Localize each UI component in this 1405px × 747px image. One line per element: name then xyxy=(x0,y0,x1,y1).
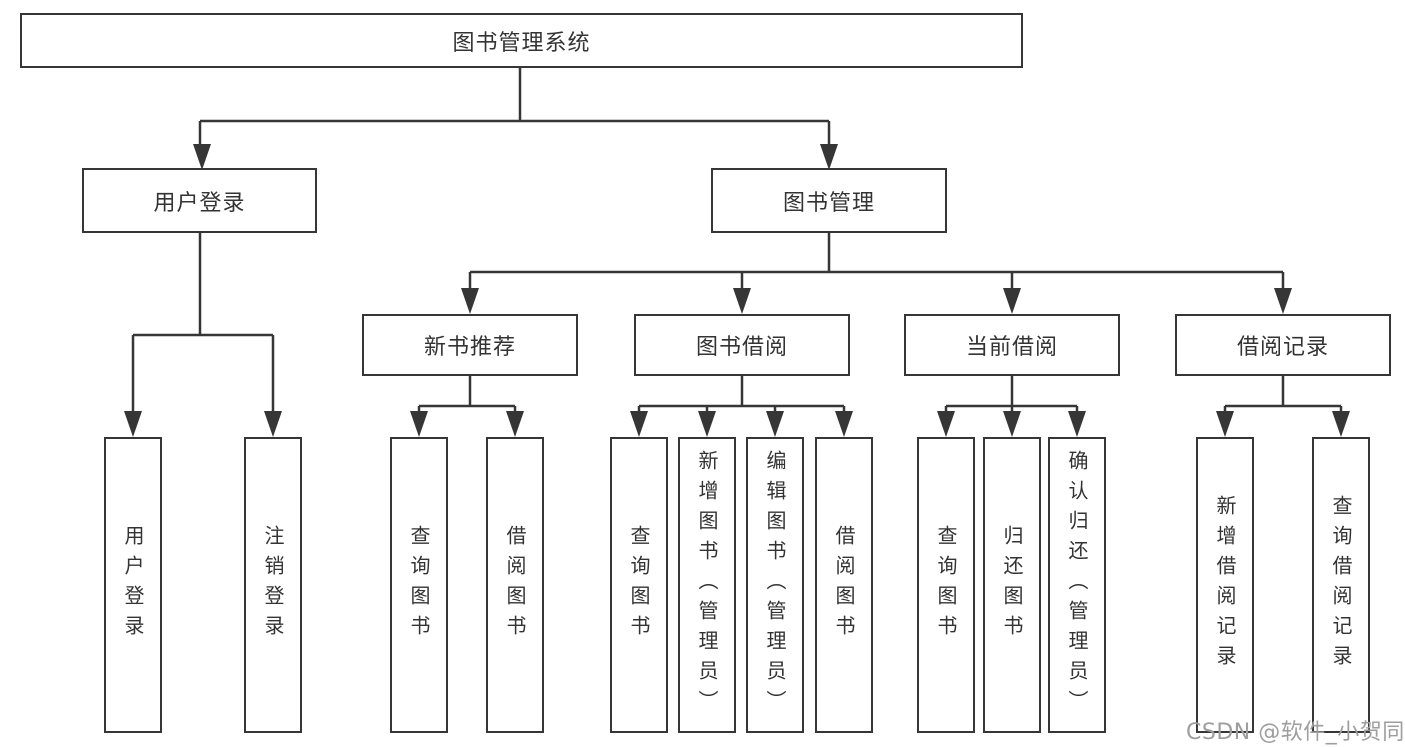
leaf-borrow-books-recommend: 借阅图书 xyxy=(486,437,544,733)
leaf-return-book: 归还图书 xyxy=(983,437,1041,733)
arrowhead xyxy=(193,144,211,170)
arrowhead xyxy=(410,411,428,437)
leaf-borrow-books: 借阅图书 xyxy=(815,437,873,733)
node-new-book-recommend: 新书推荐 xyxy=(362,314,578,376)
node-library-management-system: 图书管理系统 xyxy=(20,13,1023,68)
arrowhead xyxy=(766,411,784,437)
leaf-edit-book-admin: 编辑图书（管理员） xyxy=(746,437,804,733)
node-book-borrow: 图书借阅 xyxy=(634,314,850,376)
arrowhead xyxy=(1216,411,1234,437)
node-book-management: 图书管理 xyxy=(711,168,947,233)
arrowhead xyxy=(264,411,282,437)
arrowhead xyxy=(630,411,648,437)
arrowhead xyxy=(1003,411,1021,437)
node-borrow-records: 借阅记录 xyxy=(1175,314,1391,376)
csdn-watermark: CSDN @软件_小贺同学 xyxy=(1186,720,1405,745)
connector-borrow-record-to-leaves xyxy=(1223,376,1343,420)
connector-root-to-level2 xyxy=(198,68,831,150)
arrowhead xyxy=(1332,411,1350,437)
leaf-add-book-admin: 新增图书（管理员） xyxy=(678,437,736,733)
leaf-logout: 注销登录 xyxy=(244,437,302,733)
arrowhead xyxy=(461,288,479,314)
connector-book-management-to-level3 xyxy=(468,233,1285,296)
node-current-borrow: 当前借阅 xyxy=(904,314,1120,376)
arrowhead xyxy=(1003,288,1021,314)
arrowhead xyxy=(506,411,524,437)
arrowhead xyxy=(835,411,853,437)
arrowhead xyxy=(1274,288,1292,314)
connector-book-borrow-to-leaves xyxy=(637,376,846,420)
leaf-query-books-borrow: 查询图书 xyxy=(610,437,668,733)
leaf-confirm-return-admin: 确认归还（管理员） xyxy=(1048,437,1106,733)
connector-user-login-to-leaves xyxy=(131,233,275,420)
leaf-add-borrow-record: 新增借阅记录 xyxy=(1196,437,1254,733)
arrowhead xyxy=(733,288,751,314)
arrowheads xyxy=(124,144,1350,437)
arrowhead xyxy=(1068,411,1086,437)
arrowhead xyxy=(698,411,716,437)
connector-new-book-to-leaves xyxy=(417,376,517,420)
arrowhead xyxy=(820,144,838,170)
leaf-query-borrow-record: 查询借阅记录 xyxy=(1312,437,1370,733)
leaf-user-login: 用户登录 xyxy=(104,437,162,733)
arrowhead xyxy=(937,411,955,437)
leaf-query-books-recommend: 查询图书 xyxy=(390,437,448,733)
connector-paths xyxy=(131,68,1343,420)
node-user-login: 用户登录 xyxy=(82,168,317,233)
leaf-query-books-current: 查询图书 xyxy=(917,437,975,733)
arrowhead xyxy=(124,411,142,437)
